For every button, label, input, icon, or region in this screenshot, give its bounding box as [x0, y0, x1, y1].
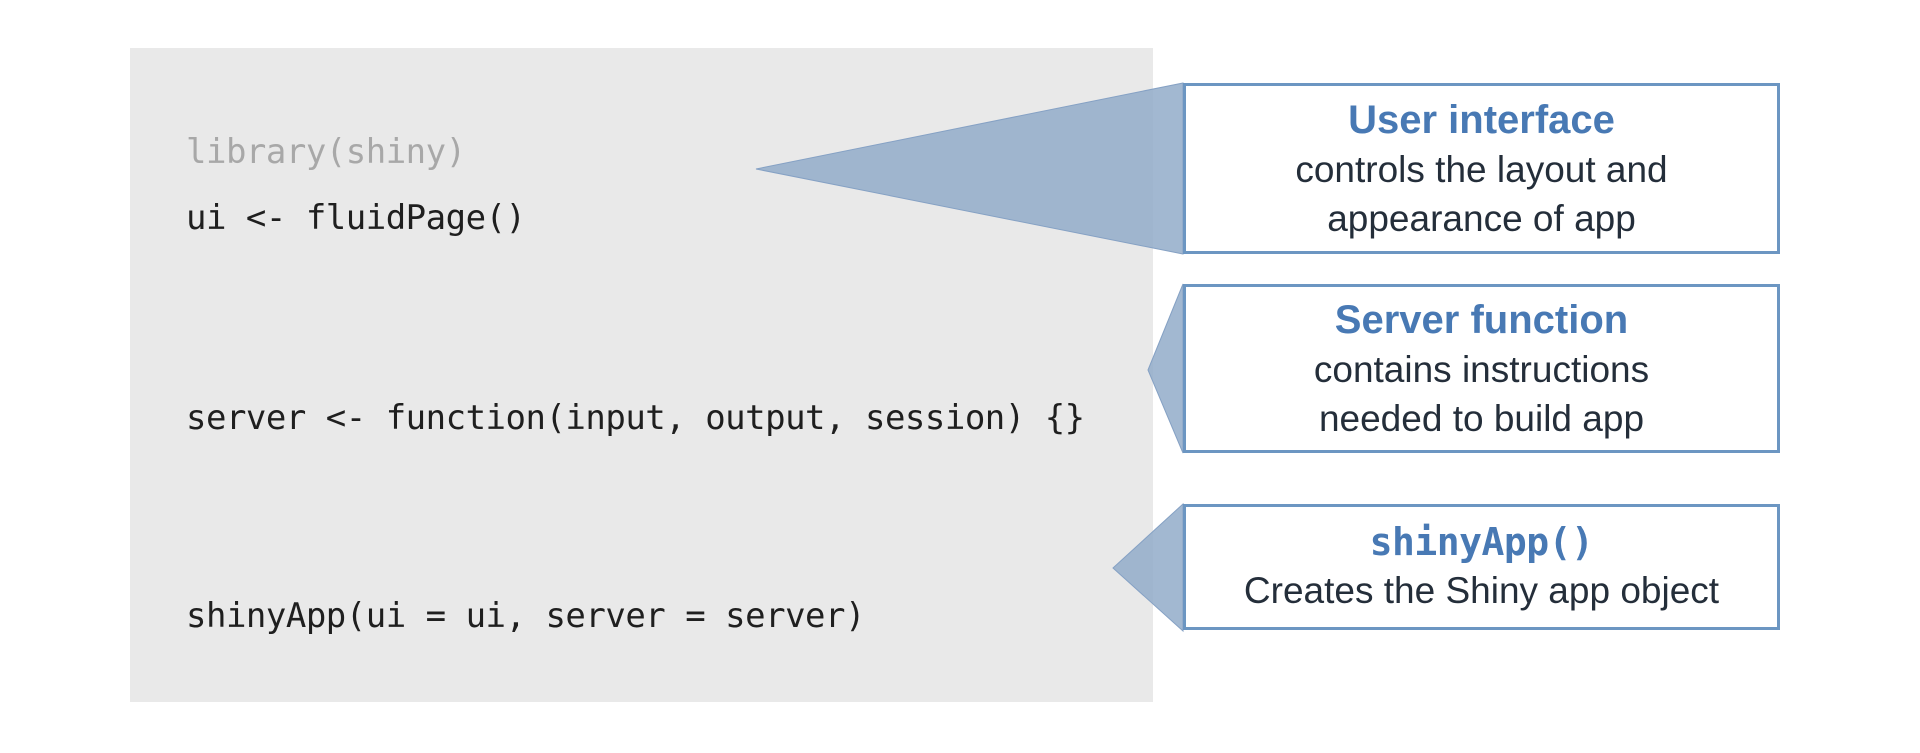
code-line-library: library(shiny)	[186, 132, 466, 172]
callout-body-line: needed to build app	[1318, 397, 1645, 439]
callout-body-line: contains instructions	[1313, 348, 1650, 390]
callout-title-shinyapp: shinyApp()	[1369, 519, 1594, 564]
code-line-server: server <- function(input, output, sessio…	[186, 398, 1085, 438]
callout-shinyapp: shinyApp() Creates the Shiny app object	[1183, 504, 1780, 630]
code-panel: library(shiny) ui <- fluidPage() server …	[130, 48, 1153, 702]
code-line-ui: ui <- fluidPage()	[186, 198, 526, 238]
callout-body-line: Creates the Shiny app object	[1243, 570, 1720, 612]
callout-title-user-interface: User interface	[1348, 97, 1615, 142]
callout-user-interface: User interface controls the layout and a…	[1183, 83, 1780, 254]
callout-body-line: appearance of app	[1327, 197, 1636, 239]
callout-body-line: controls the layout and	[1295, 148, 1668, 190]
code-line-shinyapp: shinyApp(ui = ui, server = server)	[186, 596, 865, 636]
arrow-connector-server-function	[1147, 283, 1184, 454]
callout-title-server-function: Server function	[1334, 297, 1629, 342]
callout-server-function: Server function contains instructions ne…	[1183, 284, 1780, 453]
